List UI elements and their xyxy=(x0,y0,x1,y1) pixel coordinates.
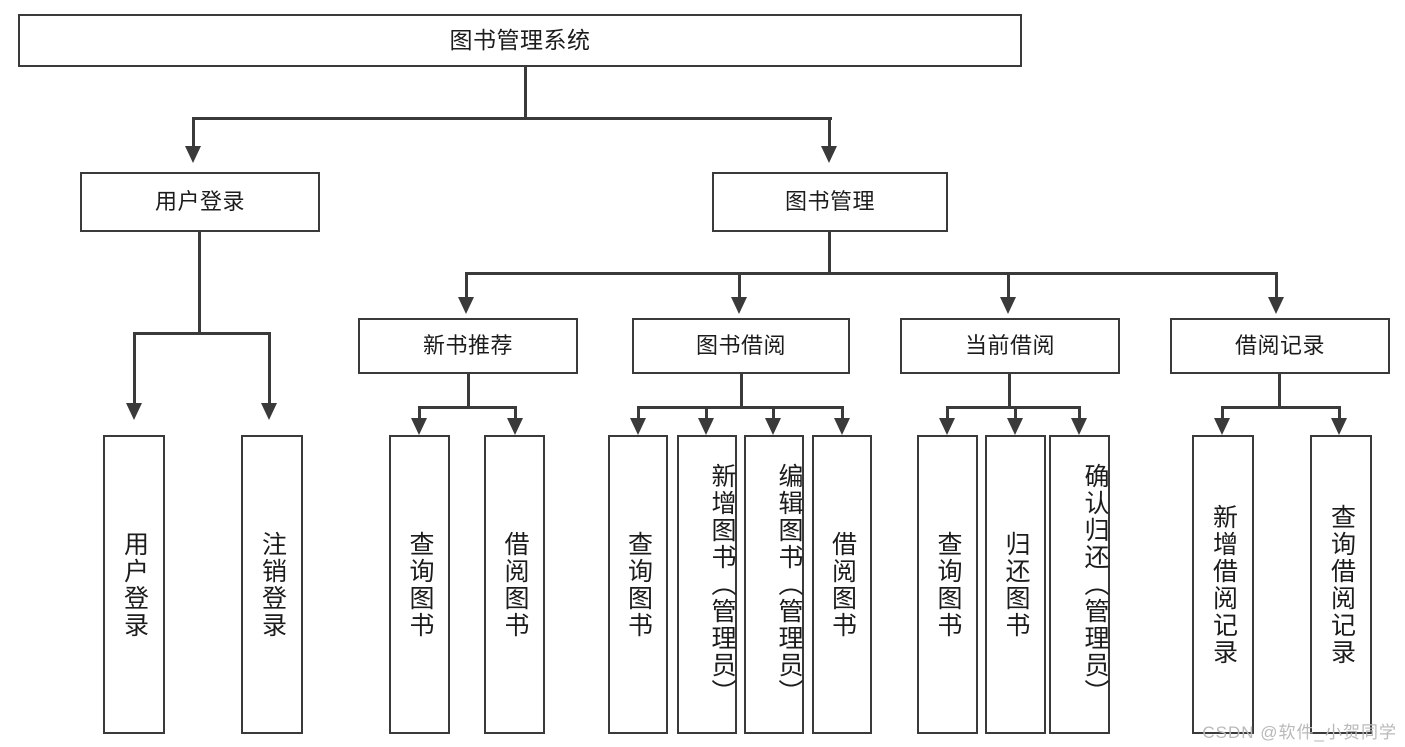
connector-book-borrow-drop-2 xyxy=(705,406,708,420)
arrow-to-user-login xyxy=(185,146,201,163)
arrow-to-leaf-confirm-return xyxy=(1071,418,1087,435)
node-label: 查询图书 xyxy=(624,530,653,639)
arrow-to-leaf-borrow-book-1 xyxy=(507,418,523,435)
node-label: 查询图书 xyxy=(406,530,434,639)
arrow-to-leaf-query-book-1 xyxy=(411,418,427,435)
connector-book-borrow-stem xyxy=(740,374,743,408)
arrow-to-leaf-query-book-2 xyxy=(630,418,646,435)
connector-current-borrow-drop-3 xyxy=(1078,406,1081,420)
leaf-edit-book[interactable]: 编辑图书（管理员） xyxy=(744,435,804,734)
connector-root-stem xyxy=(524,67,527,119)
leaf-query-book-borrow[interactable]: 查询图书 xyxy=(608,435,668,734)
node-label: 借阅记录 xyxy=(1234,333,1325,358)
arrow-to-current-borrow xyxy=(1000,297,1016,314)
node-label: 用户登录 xyxy=(154,189,245,214)
connector-user-login-stem xyxy=(198,232,201,334)
connector-borrow-record-bar xyxy=(1221,406,1341,409)
connector-user-login-drop-2 xyxy=(268,332,271,404)
connector-book-manage-stem xyxy=(828,232,831,274)
arrow-to-leaf-edit-book xyxy=(765,418,781,435)
leaf-borrow-book[interactable]: 借阅图书 xyxy=(812,435,872,734)
arrow-to-leaf-add-book xyxy=(698,418,714,435)
connector-level2-drop-1 xyxy=(465,272,468,298)
arrow-to-leaf-query-book-3 xyxy=(939,418,955,435)
arrow-to-leaf-query-record xyxy=(1331,418,1347,435)
leaf-query-book-current[interactable]: 查询图书 xyxy=(917,435,978,734)
arrow-to-leaf-logout xyxy=(261,403,277,420)
node-label: 用户登录 xyxy=(120,530,149,639)
connector-current-borrow-stem xyxy=(1008,374,1011,408)
node-user-login[interactable]: 用户登录 xyxy=(80,172,320,232)
connector-level2-drop-4 xyxy=(1275,272,1278,298)
leaf-logout[interactable]: 注销登录 xyxy=(241,435,303,734)
leaf-add-borrow-record[interactable]: 新增借阅记录 xyxy=(1192,435,1254,734)
leaf-confirm-return[interactable]: 确认归还（管理员） xyxy=(1049,435,1110,734)
node-label: 注销登录 xyxy=(258,530,287,639)
connector-user-login-drop-1 xyxy=(133,332,136,404)
arrow-to-leaf-return-book xyxy=(1007,418,1023,435)
node-label: 当前借阅 xyxy=(964,333,1055,358)
leaf-user-login[interactable]: 用户登录 xyxy=(103,435,165,734)
node-label: 借阅图书 xyxy=(828,530,857,639)
connector-current-borrow-bar xyxy=(946,406,1081,409)
arrow-to-book-borrow xyxy=(731,297,747,314)
connector-root-bar xyxy=(192,117,832,120)
connector-new-book-bar xyxy=(418,406,517,409)
node-label: 图书借阅 xyxy=(695,333,786,358)
connector-borrow-record-stem xyxy=(1278,374,1281,408)
leaf-query-book-new[interactable]: 查询图书 xyxy=(389,435,450,734)
leaf-query-borrow-record[interactable]: 查询借阅记录 xyxy=(1310,435,1372,734)
connector-root-drop-right xyxy=(828,117,831,147)
node-label: 查询图书 xyxy=(934,530,962,639)
node-label: 新增借阅记录 xyxy=(1209,503,1238,666)
connector-new-book-drop-2 xyxy=(514,406,517,420)
connector-book-borrow-bar xyxy=(637,406,844,409)
node-current-borrow[interactable]: 当前借阅 xyxy=(900,318,1120,374)
connector-borrow-record-drop-1 xyxy=(1221,406,1224,420)
connector-root-drop-left xyxy=(192,117,195,147)
connector-level2-bar xyxy=(465,272,1278,275)
connector-borrow-record-drop-2 xyxy=(1338,406,1341,420)
node-label: 新增图书（管理员） xyxy=(708,463,736,706)
node-label: 图书管理 xyxy=(784,189,875,214)
connector-user-login-bar xyxy=(133,332,270,335)
node-label: 确认归还（管理员） xyxy=(1081,463,1109,706)
node-label: 图书管理系统 xyxy=(449,27,591,53)
node-label: 新书推荐 xyxy=(422,333,513,358)
node-new-book[interactable]: 新书推荐 xyxy=(358,318,578,374)
node-label: 归还图书 xyxy=(1002,530,1030,639)
node-label: 借阅图书 xyxy=(501,530,529,639)
node-root-system[interactable]: 图书管理系统 xyxy=(18,14,1022,67)
watermark: CSDN @软件_小贺同学 xyxy=(1202,723,1397,742)
arrow-to-leaf-add-record xyxy=(1214,418,1230,435)
leaf-return-book[interactable]: 归还图书 xyxy=(985,435,1046,734)
node-borrow-record[interactable]: 借阅记录 xyxy=(1170,318,1390,374)
arrow-to-new-book xyxy=(458,297,474,314)
node-book-borrow[interactable]: 图书借阅 xyxy=(632,318,850,374)
arrow-to-borrow-record xyxy=(1268,297,1284,314)
connector-current-borrow-drop-2 xyxy=(1014,406,1017,420)
arrow-to-leaf-user-login xyxy=(126,403,142,420)
connector-book-borrow-drop-3 xyxy=(772,406,775,420)
connector-new-book-drop-1 xyxy=(418,406,421,420)
connector-book-borrow-drop-1 xyxy=(637,406,640,420)
node-label: 编辑图书（管理员） xyxy=(775,463,803,706)
leaf-add-book[interactable]: 新增图书（管理员） xyxy=(677,435,737,734)
node-label: 查询借阅记录 xyxy=(1327,503,1356,666)
node-book-manage[interactable]: 图书管理 xyxy=(712,172,948,232)
leaf-borrow-book-new[interactable]: 借阅图书 xyxy=(484,435,545,734)
connector-new-book-stem xyxy=(467,374,470,408)
connector-current-borrow-drop-1 xyxy=(946,406,949,420)
arrow-to-book-manage xyxy=(821,146,837,163)
connector-level2-drop-3 xyxy=(1007,272,1010,298)
arrow-to-leaf-borrow-book-2 xyxy=(834,418,850,435)
connector-level2-drop-2 xyxy=(738,272,741,298)
connector-book-borrow-drop-4 xyxy=(841,406,844,420)
